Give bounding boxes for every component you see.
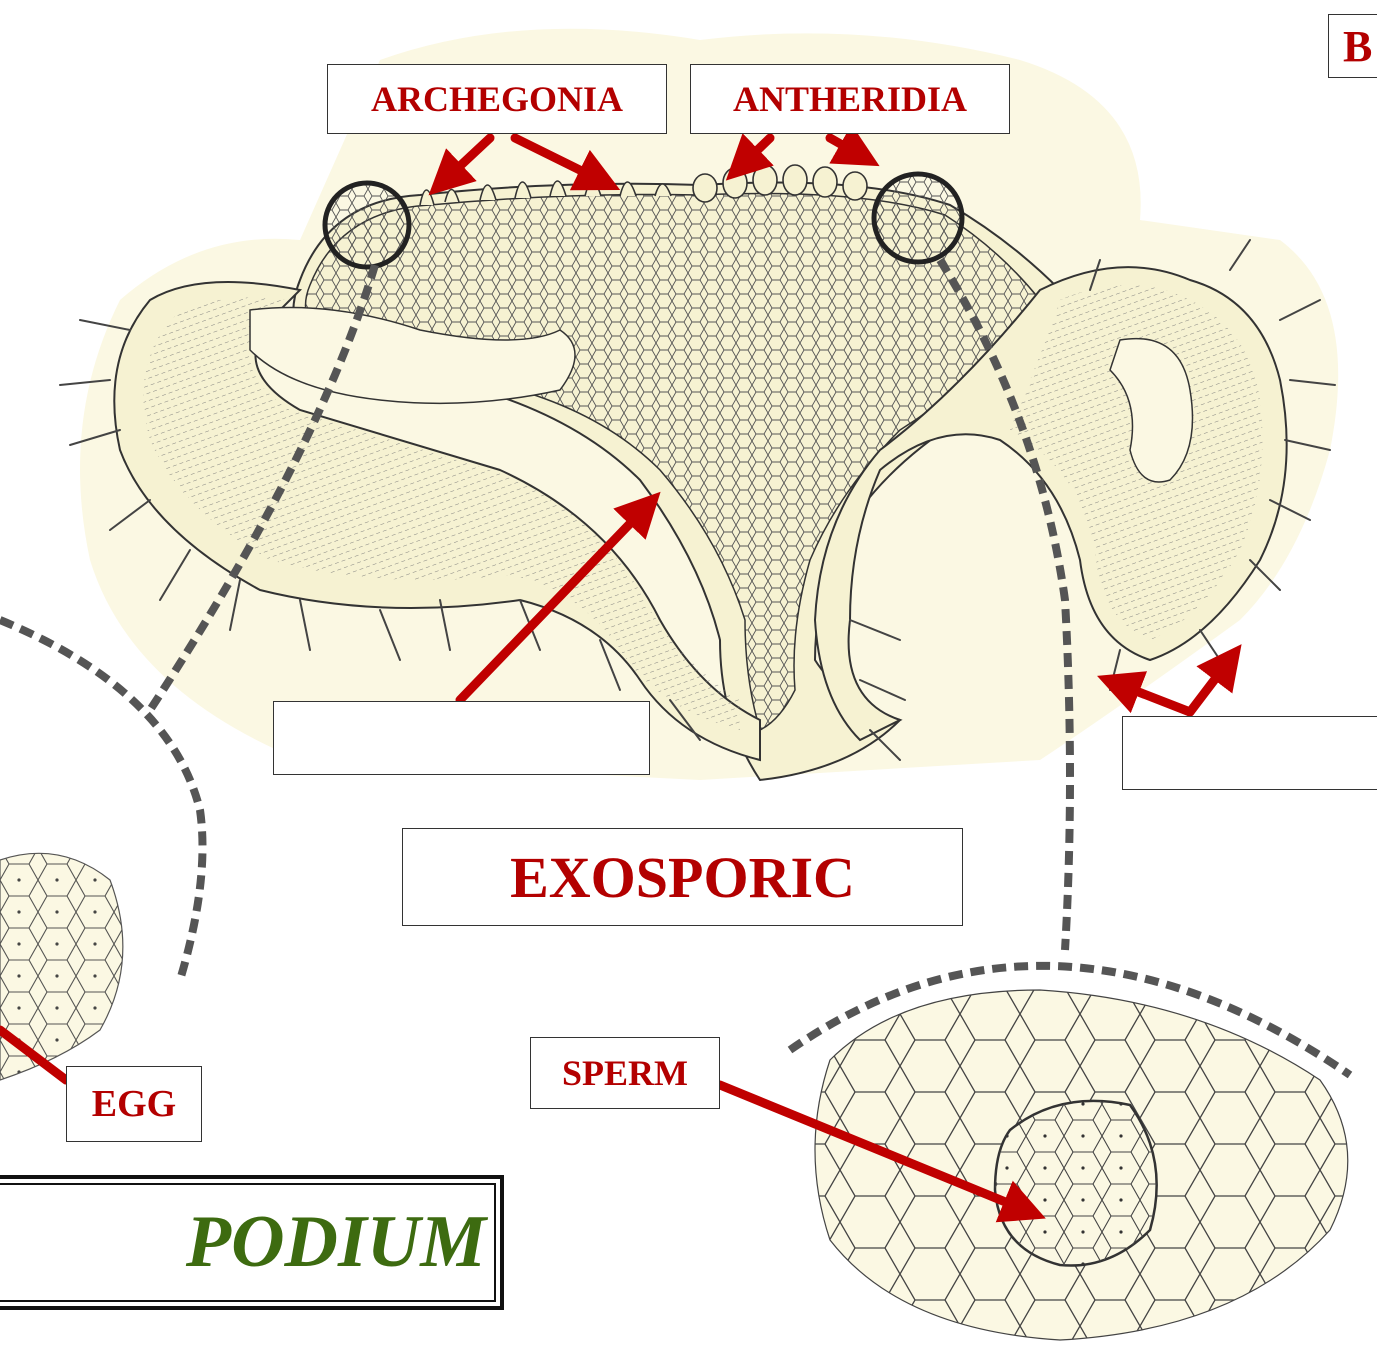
label-corner-letter: B <box>1328 14 1377 78</box>
label-archegonia: ARCHEGONIA <box>327 64 667 134</box>
label-blank-left <box>273 701 650 775</box>
label-blank-right <box>1122 716 1377 790</box>
label-antheridia: ANTHERIDIA <box>690 64 1010 134</box>
label-egg: EGG <box>66 1066 202 1142</box>
antheridium-highlight <box>874 174 962 262</box>
title-frame: PODIUM <box>0 1175 504 1310</box>
title: PODIUM <box>186 1185 486 1300</box>
label-sperm: SPERM <box>530 1037 720 1109</box>
label-exosporic: EXOSPORIC <box>402 828 963 926</box>
archegonium-highlight <box>325 183 409 267</box>
arrow-rhizoid-right <box>1190 662 1228 712</box>
